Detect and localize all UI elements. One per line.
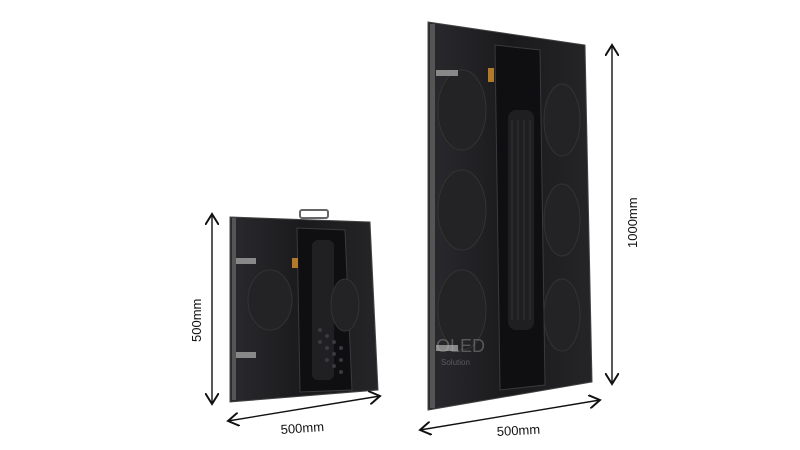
svg-text:OLED: OLED [436,336,485,356]
carry-handle [299,209,329,219]
small-width-label: 500mm [280,419,324,437]
svg-text:Solution: Solution [441,358,470,367]
large-led-cabinet: OLED Solution [427,21,593,411]
small-width-arrow [228,396,380,421]
large-height-label: 1000mm [625,197,640,248]
small-height-label: 500mm [189,299,204,342]
small-led-cabinet [229,209,379,403]
watermark: OLED Solution [436,336,485,367]
large-width-label: 500mm [496,422,540,439]
large-width-arrow [420,400,600,430]
